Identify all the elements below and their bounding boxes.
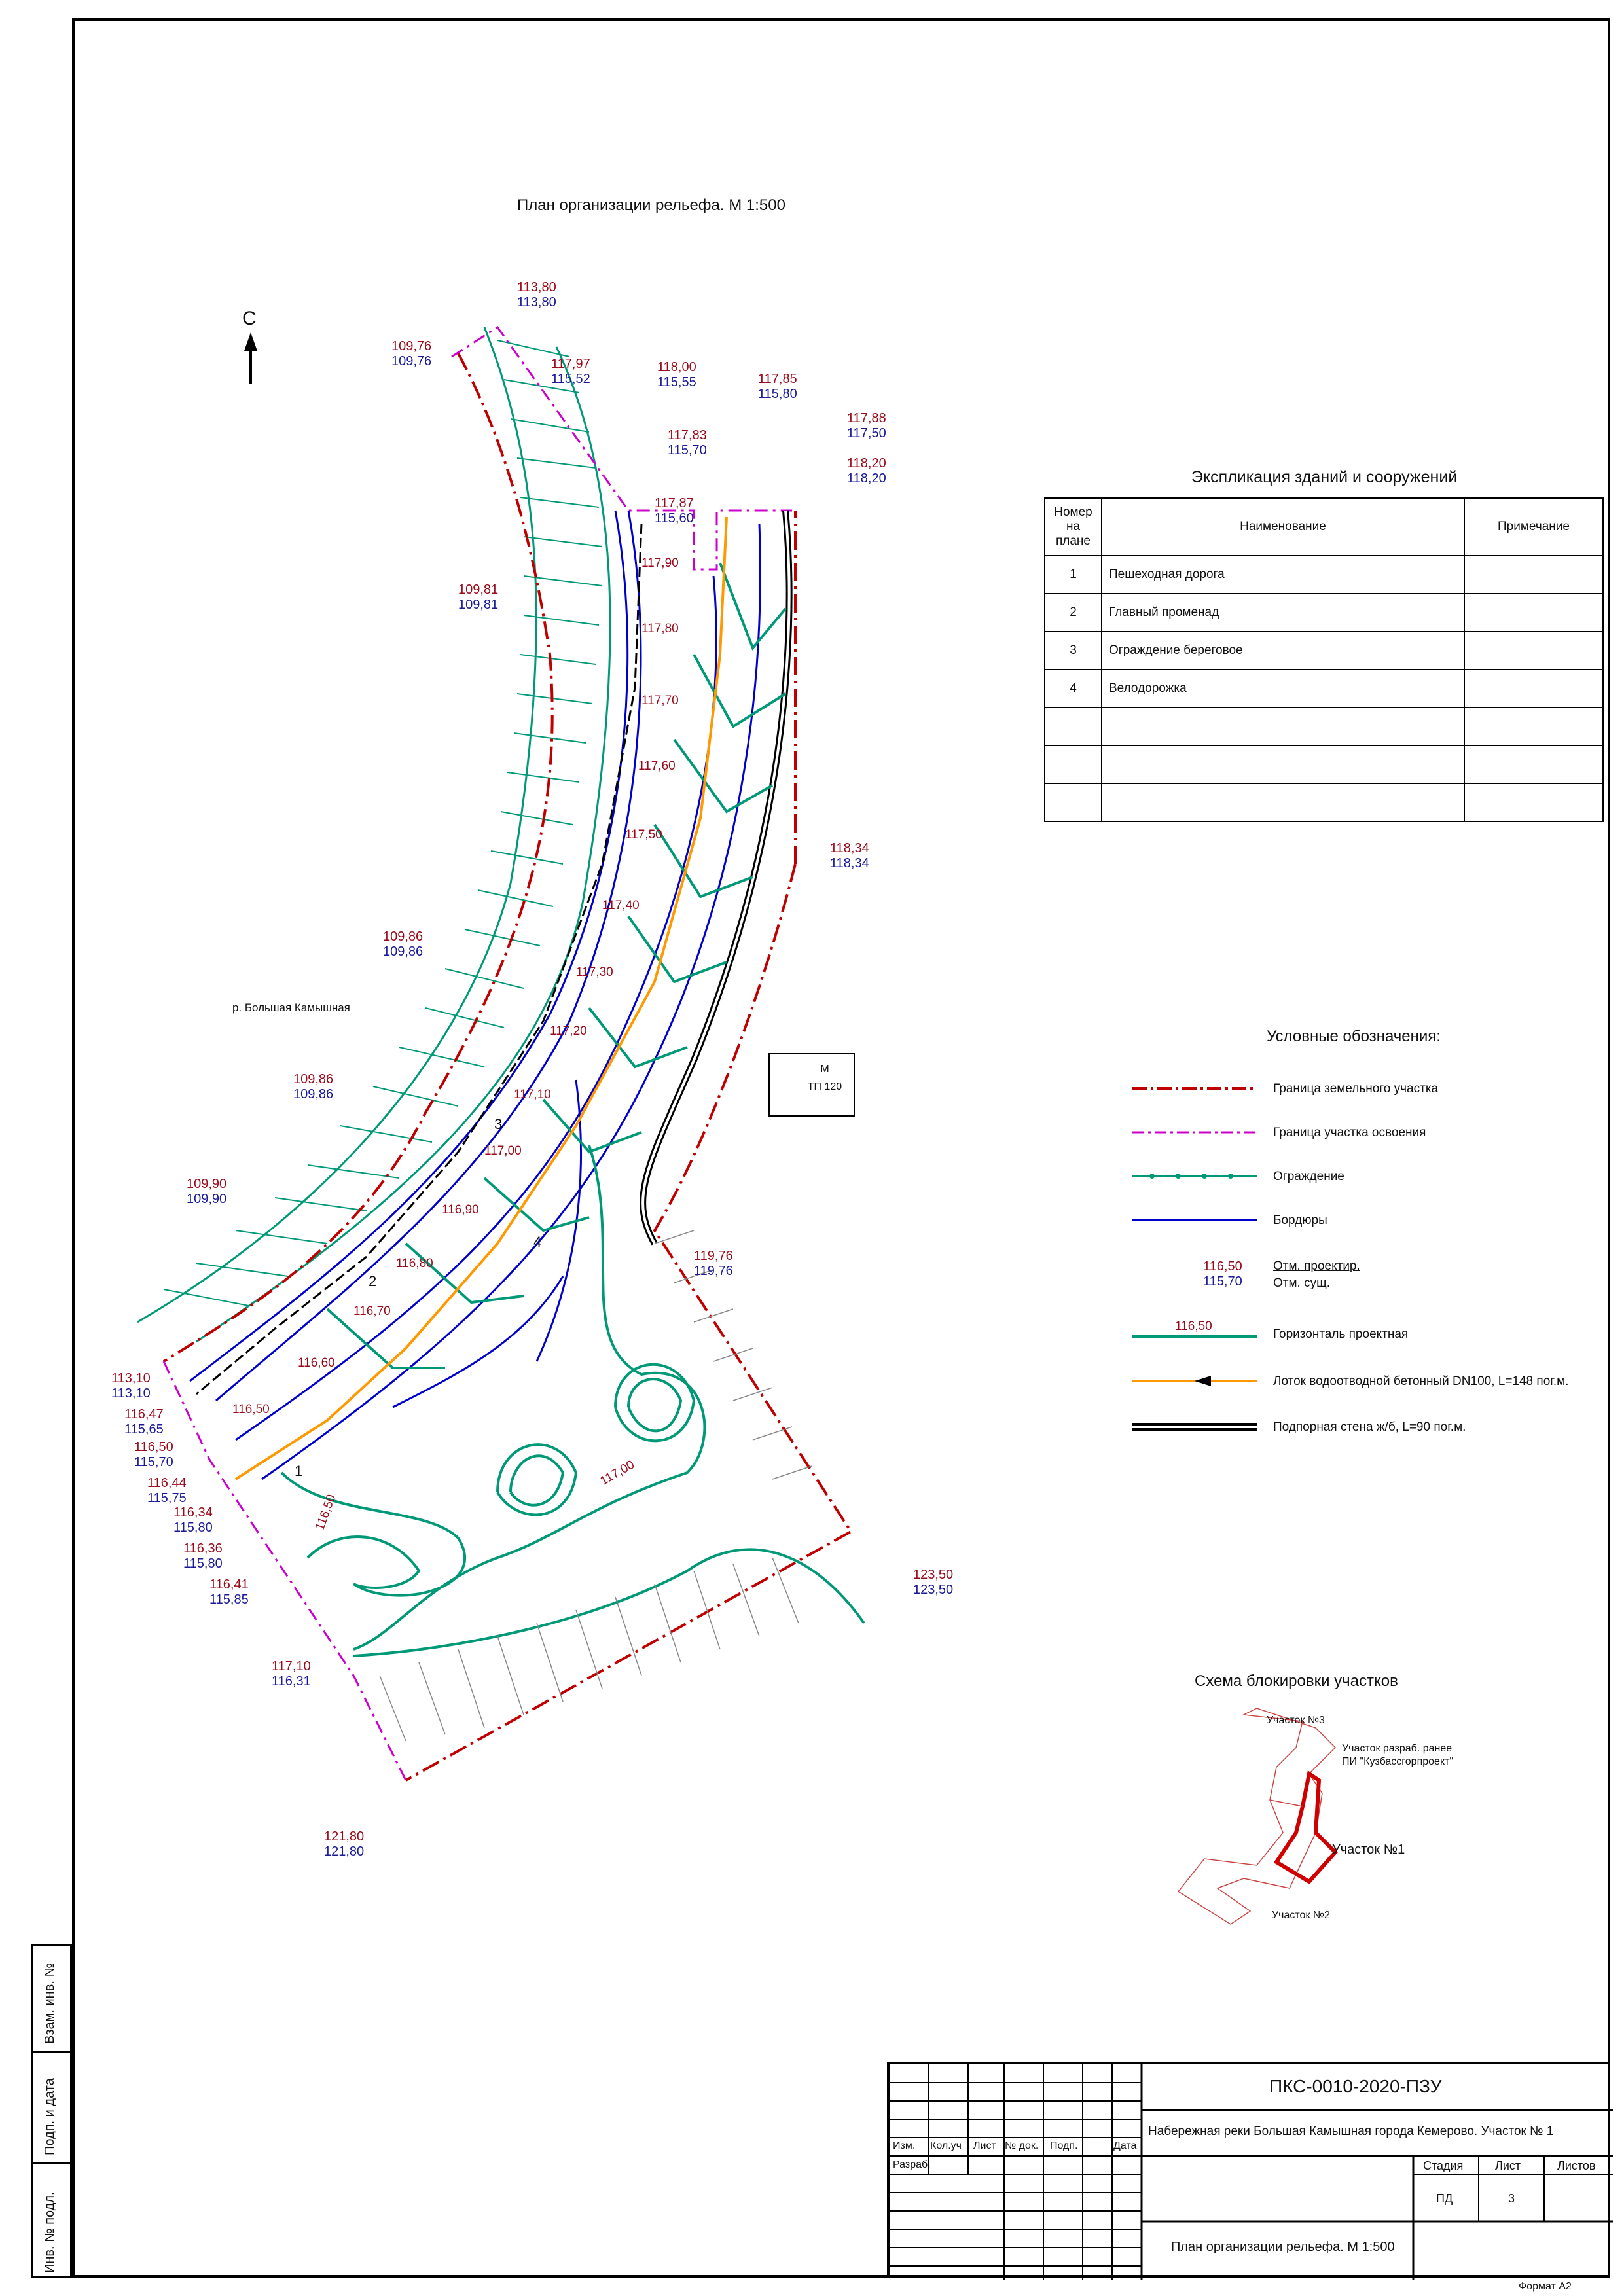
existing-slope-hatch [379,1230,812,1742]
plan-title: План организации рельефа. М 1:500 [517,196,785,214]
table-row [1044,745,1604,784]
river-label: р. Большая Камышная [232,1001,350,1014]
callout-4: 4 [533,1234,542,1250]
development-boundary [162,325,792,1781]
blocking-scheme [1177,1708,1339,1925]
scheme-label-plot2: Участок №2 [1272,1910,1330,1921]
drainage-tray [234,516,728,1480]
doc-code: ПКС-0010-2020-ПЗУ [1269,2076,1442,2096]
legend-item-contour: 116,50 Горизонталь проектная [1132,1319,1409,1341]
legend-item-land-boundary: Граница земельного участка [1132,1082,1439,1096]
design-contours [280,562,865,1657]
scheme-label-plot3: Участок №3 [1267,1715,1325,1726]
site-plan-drawing [137,325,865,1782]
land-boundary-west [162,353,554,1363]
contour-label: 117,10 [514,1088,551,1102]
contour-label: 117,90 [641,556,679,570]
legend-item-drain: Лоток водоотводной бетонный DN100, L=148… [1132,1369,1591,1395]
callout-1: 1 [295,1463,303,1479]
contour-label: 116,90 [442,1203,479,1217]
contour-label: 116,50 [232,1403,270,1416]
substation-label-1: М [820,1064,829,1075]
contour-label: 117,20 [550,1024,587,1038]
side-stamp: Взам. инв. № Подп. и дата Инв. № подл. [31,1944,72,2278]
contour-label: 117,60 [638,759,676,773]
scheme-title: Схема блокировки участков [1195,1672,1398,1690]
explication-table: Номер на плане Наименование Примечание 1… [1044,497,1604,822]
contour-label: 117,70 [641,694,679,708]
explication-title: Экспликация зданий и сооружений [1191,468,1458,486]
substation-box [768,1053,855,1117]
scheme-label-plot1: Участок №1 [1332,1842,1405,1857]
legend-title: Условные обозначения: [1267,1028,1441,1045]
header-name: Наименование [1101,497,1465,556]
contour-label: 117,80 [641,622,679,636]
header-number: Номер на плане [1044,497,1102,556]
scheme-label-earlier: Участок разраб. ранее [1342,1743,1453,1754]
land-boundary-east [405,511,853,1782]
legend-item-fence: Ограждение [1132,1164,1591,1191]
header-note: Примечание [1464,497,1604,556]
curbs [189,510,761,1480]
callout-2: 2 [369,1273,377,1289]
format-label: Формат А2 [1519,2281,1572,2292]
sheet-frame [72,18,1610,2278]
walkway-axis [196,523,643,1395]
contour-label: 117,30 [576,965,613,979]
substation-label-2: ТП 120 [807,1081,842,1092]
contour-label: 117,00 [484,1144,522,1158]
callout-3: 3 [494,1116,503,1132]
contour-label: 116,60 [298,1356,335,1370]
legend-item-retaining-wall: Подпорная стена ж/б, L=90 пог.м. [1132,1420,1466,1434]
contour-label: 117,40 [602,899,640,912]
contour-label: 117,50 [625,828,662,842]
project-name: Набережная реки Большая Камышная города … [1148,2125,1554,2138]
table-row [1044,707,1604,746]
contour-label: 116,70 [353,1304,391,1318]
legend-item-development-boundary: Граница участка освоения [1132,1126,1426,1139]
scheme-label-institute: ПИ "Кузбассгорпроект" [1342,1756,1454,1767]
contour-label: 116,80 [396,1257,433,1270]
north-label: С [242,308,257,329]
title-block: ПКС-0010-2020-ПЗУ Набережная реки Больша… [887,2062,1613,2280]
drawing-name: План организации рельефа. М 1:500 [1171,2240,1395,2254]
north-arrow-icon [244,332,257,384]
embankment-slope [137,327,611,1343]
table-row [1044,783,1604,822]
legend-item-curbs: Бордюры [1132,1213,1327,1227]
